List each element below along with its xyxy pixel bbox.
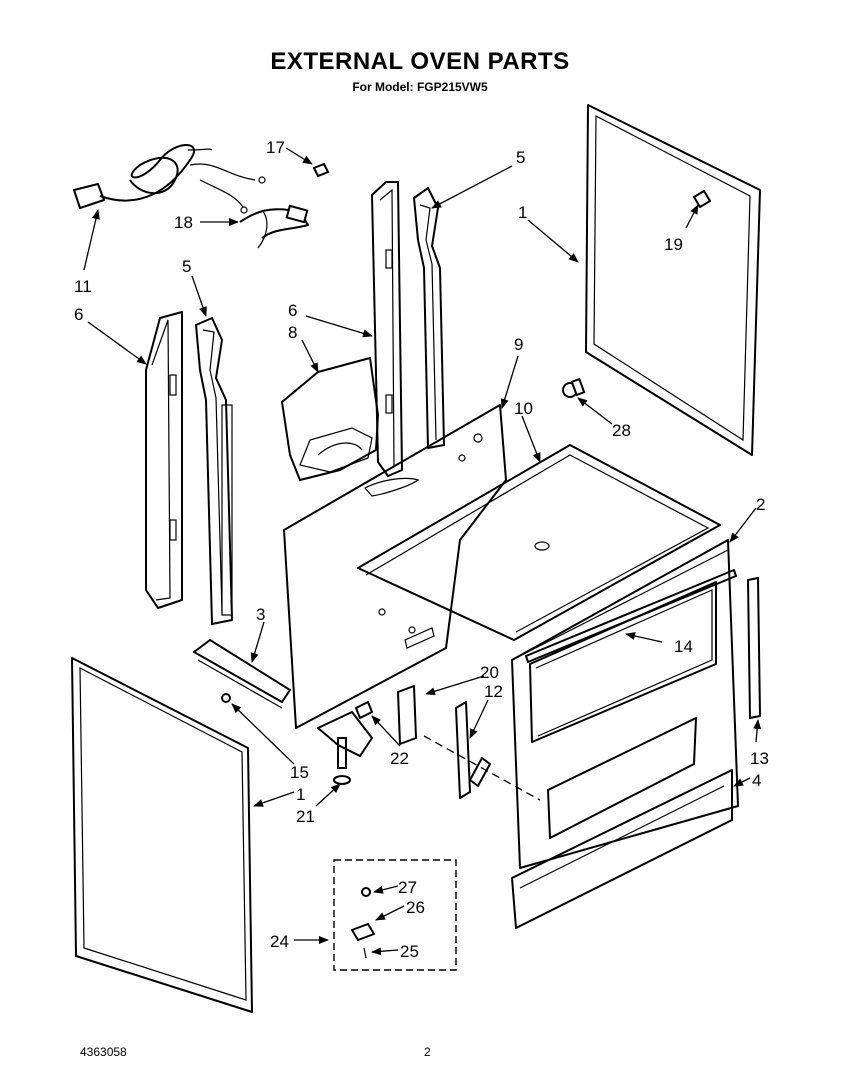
page-number: 2	[424, 1045, 431, 1059]
model-subtitle: For Model: FGP215VW5	[352, 80, 488, 94]
callout-1-top: 1	[518, 203, 527, 222]
callout-15: 15	[290, 763, 309, 782]
bracket-3	[193, 639, 291, 709]
callout-12: 12	[484, 682, 503, 701]
wire-harness-18	[239, 204, 309, 249]
kick-plate-4	[511, 769, 733, 929]
callout-20: 20	[480, 663, 499, 682]
clip-19	[693, 190, 711, 208]
callout-22: 22	[390, 749, 409, 768]
callout-1-bottom: 1	[296, 785, 305, 804]
callout-27: 27	[398, 878, 417, 897]
callout-18: 18	[174, 213, 193, 232]
callout-4: 4	[752, 771, 761, 790]
grommet-17	[312, 162, 330, 178]
side-panel-left	[71, 657, 253, 1013]
callout-25: 25	[400, 942, 419, 961]
callout-13: 13	[750, 749, 769, 768]
screw-28	[562, 377, 586, 398]
callout-2: 2	[756, 495, 765, 514]
rail-5-center	[413, 187, 445, 449]
leader-lines	[83, 147, 762, 956]
callout-17: 17	[266, 138, 285, 157]
callout-5-top: 5	[516, 148, 525, 167]
leveling-leg-21	[333, 737, 351, 785]
callout-14: 14	[674, 637, 693, 656]
callout-6-center: 6	[288, 301, 297, 320]
callout-26: 26	[406, 898, 425, 917]
strip-13	[747, 577, 761, 719]
top-plate-10	[357, 444, 721, 641]
callout-21: 21	[296, 807, 315, 826]
rail-6-center	[371, 181, 403, 477]
rear-panel-9	[283, 404, 507, 729]
base-foot	[317, 711, 373, 757]
strip-14	[525, 569, 737, 663]
side-panel-right	[585, 104, 761, 456]
callout-5-left: 5	[182, 257, 191, 276]
callout-9: 9	[514, 335, 523, 354]
document-number: 4363058	[80, 1045, 127, 1059]
callout-24: 24	[270, 932, 289, 951]
clip-22	[355, 701, 373, 719]
power-cord-11	[73, 144, 266, 214]
screw-15	[221, 693, 231, 703]
rail-5-left	[195, 317, 233, 625]
callout-3: 3	[256, 605, 265, 624]
callout-19: 19	[664, 235, 683, 254]
inset-box-24	[333, 859, 457, 971]
callout-numbers: 17 18 11 5 1 19 6 5 6 8 9 10 28 2 14 3 2…	[74, 138, 769, 961]
page-title: EXTERNAL OVEN PARTS	[270, 48, 570, 75]
callout-11: 11	[74, 277, 92, 296]
hinge-12	[455, 701, 491, 799]
callout-10: 10	[514, 399, 533, 418]
duct-8	[281, 357, 379, 481]
callout-28: 28	[612, 421, 631, 440]
rail-6-left	[145, 311, 183, 609]
bracket-20	[397, 685, 417, 745]
callout-6-left: 6	[74, 305, 83, 324]
callout-8: 8	[288, 323, 297, 342]
